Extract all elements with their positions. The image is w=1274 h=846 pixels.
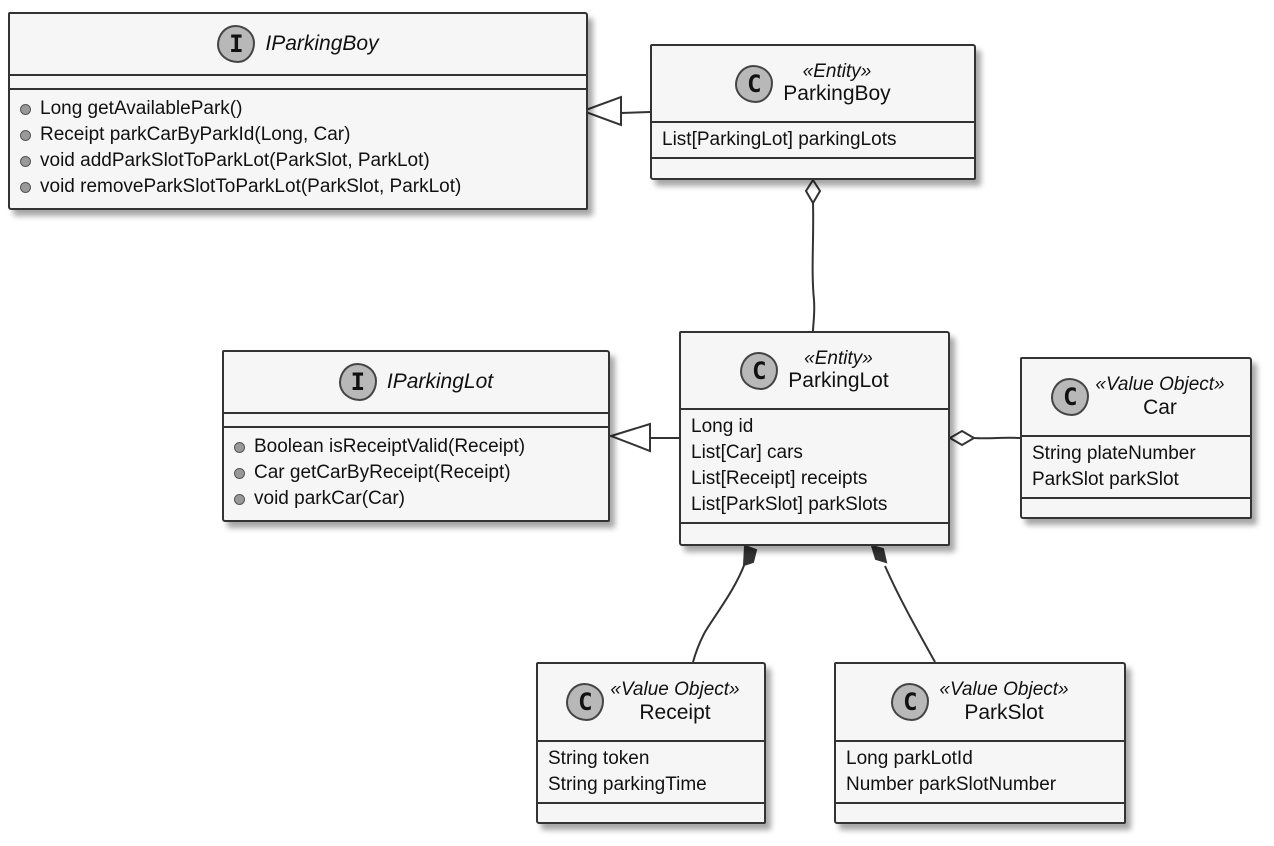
method-row: void removeParkSlotToParkLot(ParkSlot, P… (20, 174, 576, 200)
method-row: Boolean isReceiptValid(Receipt) (234, 434, 598, 460)
public-method-icon (20, 181, 31, 193)
class-badge-icon: C (891, 683, 930, 721)
stereotype: «Value Object» (939, 679, 1069, 700)
attribute-row: Long id (691, 416, 754, 437)
class-parkslot[interactable]: C «Value Object» ParkSlot Long parkLotId… (834, 662, 1126, 824)
class-badge-icon: C (566, 683, 605, 721)
realization-parkingboy-iparkingboy (580, 95, 651, 127)
method-row: Long getAvailablePark() (20, 96, 576, 122)
attribute-row: String parkingTime (548, 774, 707, 795)
interface-badge-icon: I (217, 25, 256, 63)
class-receipt[interactable]: C «Value Object» Receipt String token St… (536, 662, 766, 824)
stereotype: «Entity» (802, 60, 872, 82)
method-row: void parkCar(Car) (234, 486, 598, 512)
method-row: Car getCarByReceipt(Receipt) (234, 460, 598, 486)
attribute-row: List[ParkSlot] parkSlots (691, 494, 888, 515)
attribute-row: List[Car] cars (691, 442, 803, 463)
interface-iparkinglot[interactable]: I IParkingLot Boolean isReceiptValid(Rec… (222, 350, 610, 522)
public-method-icon (234, 441, 245, 453)
class-name: Car (1143, 395, 1177, 419)
class-name: IParkingLot (386, 370, 494, 393)
public-method-icon (234, 493, 245, 505)
class-name: ParkingBoy (783, 82, 891, 106)
stereotype: «Value Object» (1095, 374, 1225, 395)
stereotype: «Entity» (804, 347, 873, 369)
class-badge-icon: C (735, 64, 774, 103)
attribute-row: String plateNumber (1032, 443, 1196, 464)
composition-parkinglot-parkslot (870, 544, 936, 663)
aggregation-parkingboy-parkinglot (804, 178, 822, 332)
interface-iparkingboy[interactable]: I IParkingBoy Long getAvailablePark() Re… (8, 12, 588, 210)
attribute-row: List[ParkingLot] parkingLots (662, 129, 897, 150)
class-name: ParkingLot (788, 369, 889, 393)
class-parkingboy[interactable]: C «Entity» ParkingBoy List[ParkingLot] p… (650, 44, 976, 180)
interface-badge-icon: I (338, 363, 377, 401)
method-row: Receipt parkCarByParkId(Long, Car) (20, 122, 576, 148)
public-method-icon (20, 103, 31, 115)
class-badge-icon: C (740, 351, 779, 390)
attribute-row: Long parkLotId (846, 748, 973, 769)
attribute-row: ParkSlot parkSlot (1032, 469, 1179, 490)
public-method-icon (20, 129, 31, 141)
attribute-row: Number parkSlotNumber (846, 774, 1057, 795)
class-name: Receipt (639, 700, 711, 724)
composition-parkinglot-receipt (692, 544, 758, 663)
stereotype: «Value Object» (610, 679, 740, 700)
class-badge-icon: C (1051, 378, 1090, 416)
public-method-icon (20, 155, 31, 167)
class-name: IParkingBoy (265, 32, 379, 55)
class-name: ParkSlot (964, 700, 1044, 724)
method-row: void addParkSlotToParkLot(ParkSlot, Park… (20, 148, 576, 174)
attribute-row: List[Receipt] receipts (691, 468, 868, 489)
aggregation-parkinglot-car (948, 429, 1021, 447)
public-method-icon (234, 467, 245, 479)
attribute-row: String token (548, 748, 650, 769)
class-car[interactable]: C «Value Object» Car String plateNumber … (1020, 357, 1252, 519)
realization-parkinglot-iparkinglot (607, 422, 679, 453)
class-parkinglot[interactable]: C «Entity» ParkingLot Long id List[Car] … (679, 331, 950, 546)
